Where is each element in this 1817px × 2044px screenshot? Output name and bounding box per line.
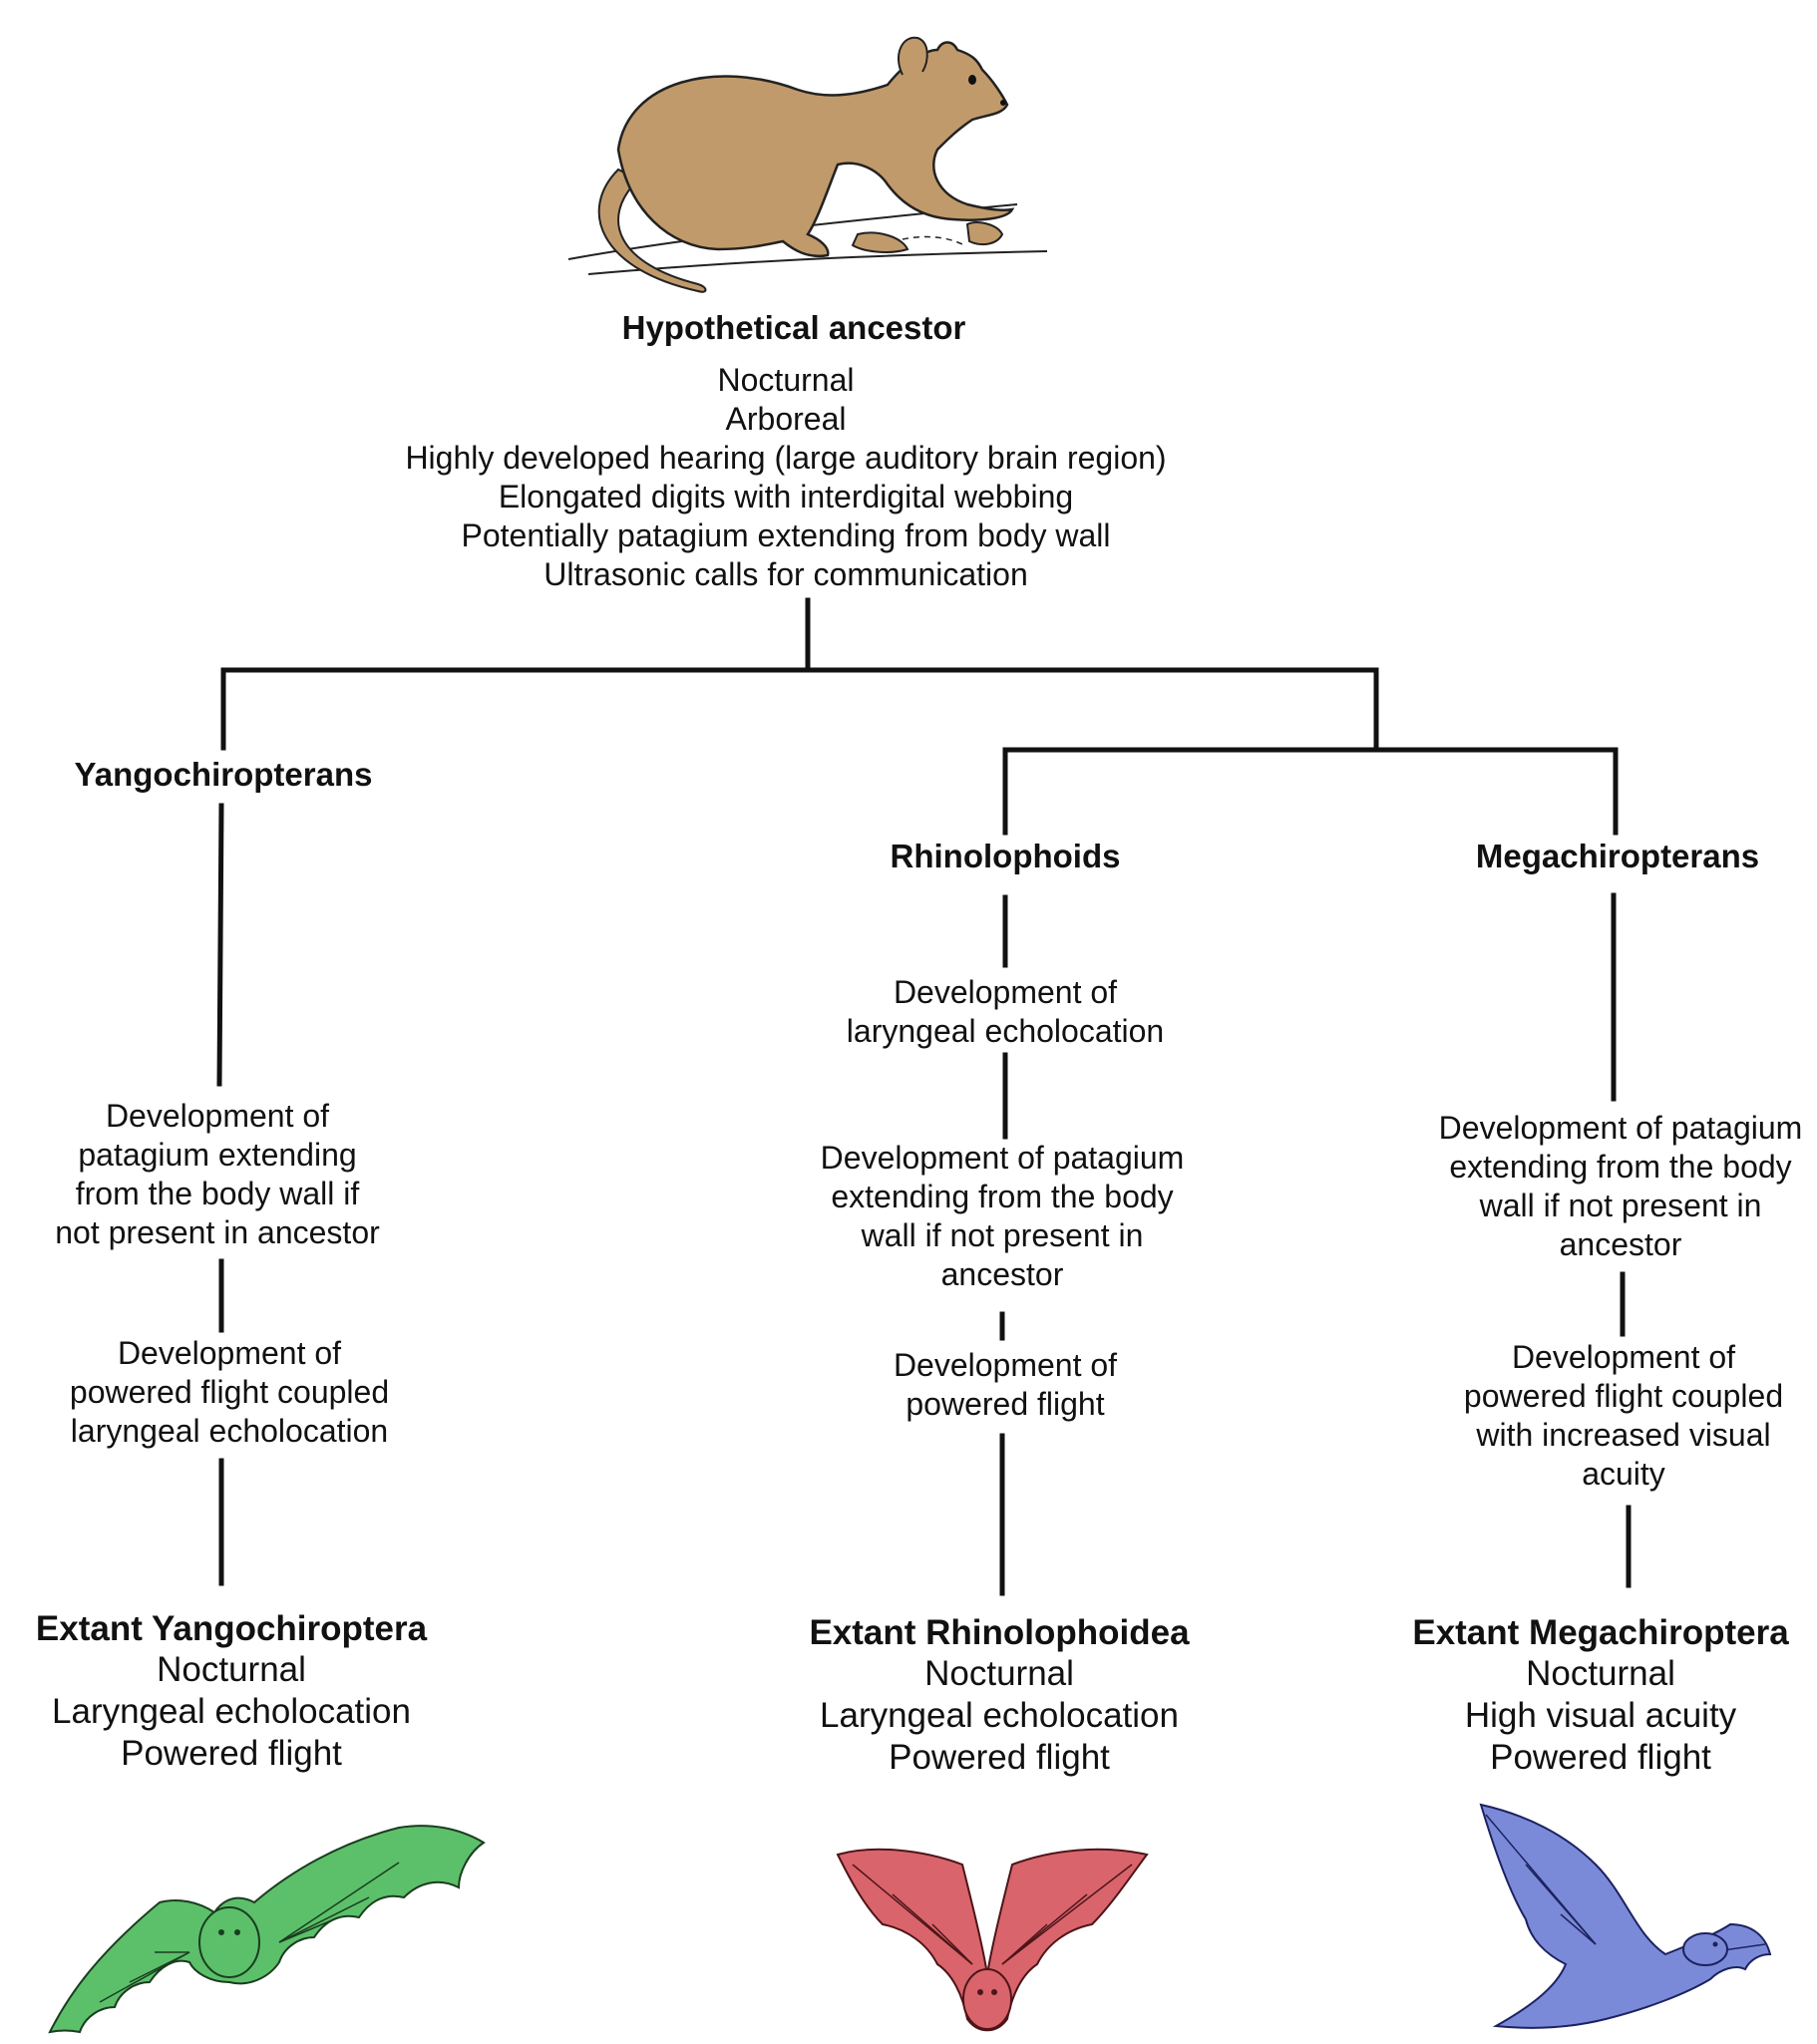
mega-step-1-line: ancestor [1559, 1226, 1682, 1262]
yango-extant-title: Extant Yangochiroptera [35, 1609, 428, 1648]
ancestor-traits: Nocturnal Arboreal Highly developed hear… [405, 361, 1166, 594]
mega-step-2: Development of powered flight coupled wi… [1464, 1338, 1783, 1494]
rhino-step-2-line: Development of [893, 1347, 1118, 1383]
yango-step-1-line: patagium extending [78, 1137, 357, 1173]
mega-step-2-line: with increased visual [1476, 1417, 1771, 1453]
mega-step-1-line: wall if not present in [1479, 1188, 1762, 1223]
yango-clade-label: Yangochiropterans [74, 756, 373, 793]
yango-step-2-line: laryngeal echolocation [70, 1413, 389, 1449]
yango-step-1: Development of patagium extending from t… [55, 1097, 380, 1252]
rhino-step-0-line: laryngeal echolocation [846, 1013, 1165, 1049]
yango-step-1-line: Development of [105, 1098, 330, 1134]
mega-step-1-line: Development of patagium [1438, 1110, 1803, 1146]
rhino-step-0: Development of laryngeal echolocation [847, 973, 1164, 1051]
mega-step-1-line: extending from the body [1449, 1149, 1792, 1185]
rhino-step-0-line: Development of [893, 974, 1118, 1010]
rhino-step-2: Development of powered flight [894, 1346, 1117, 1424]
yango-extant-trait: Nocturnal [157, 1650, 306, 1689]
yango-extant-trait: Laryngeal echolocation [52, 1692, 411, 1731]
ancestor-trait: Elongated digits with interdigital webbi… [498, 479, 1074, 514]
rhino-step-2-line: powered flight [906, 1386, 1105, 1422]
rhino-step-1-line: ancestor [940, 1256, 1064, 1292]
rhino-extant-trait: Laryngeal echolocation [820, 1696, 1179, 1735]
ancestor-title: Hypothetical ancestor [621, 309, 966, 346]
rhino-step-1-line: extending from the body [831, 1179, 1174, 1214]
ancestor-trait: Arboreal [725, 401, 847, 437]
yango-extant-traits: Nocturnal Laryngeal echolocation Powered… [52, 1649, 411, 1775]
mega-extant-trait: Powered flight [1490, 1738, 1711, 1777]
green-bat-illustration [48, 1825, 486, 2034]
rhino-extant-trait: Nocturnal [924, 1654, 1074, 1693]
ancestor-trait: Ultrasonic calls for communication [544, 556, 1028, 592]
yango-step-2: Development of powered flight coupled la… [70, 1334, 389, 1451]
mega-step-1: Development of patagium extending from t… [1439, 1109, 1803, 1264]
mega-step-2-line: Development of [1511, 1339, 1736, 1375]
mega-extant-traits: Nocturnal High visual acuity Powered fli… [1465, 1653, 1736, 1779]
blue-bat-illustration [1479, 1803, 1772, 2029]
ancestor-trait: Potentially patagium extending from body… [461, 517, 1111, 553]
rhino-extant-traits: Nocturnal Laryngeal echolocation Powered… [820, 1653, 1179, 1779]
mega-extant-trait: High visual acuity [1464, 1696, 1737, 1735]
mega-extant-trait: Nocturnal [1526, 1654, 1675, 1693]
rhino-extant-trait: Powered flight [889, 1738, 1110, 1777]
mega-step-2-line: acuity [1582, 1456, 1665, 1492]
ancestor-trait: Nocturnal [717, 362, 855, 398]
rhino-step-1-line: wall if not present in [861, 1217, 1144, 1253]
red-bat-illustration [836, 1848, 1149, 2032]
yango-step-1-line: from the body wall if [75, 1176, 360, 1211]
yango-segment-1-line [216, 803, 224, 1087]
mega-step-2-line: powered flight coupled [1463, 1378, 1784, 1414]
yango-step-2-line: Development of [117, 1335, 342, 1371]
yango-step-1-line: not present in ancestor [55, 1214, 380, 1250]
yango-extant-trait: Powered flight [121, 1734, 342, 1773]
rhino-extant-title: Extant Rhinolophoidea [809, 1613, 1190, 1652]
rhino-step-1-line: Development of patagium [820, 1140, 1185, 1176]
mega-extant-title: Extant Megachiroptera [1412, 1613, 1789, 1652]
rhino-clade-label: Rhinolophoids [890, 838, 1121, 874]
yango-step-2-line: powered flight coupled [69, 1374, 390, 1410]
ancestor-trait: Highly developed hearing (large auditory… [405, 440, 1167, 476]
mega-clade-label: Megachiropterans [1475, 838, 1760, 874]
ancestor-mammal-illustration [567, 36, 1048, 293]
rhino-step-1: Development of patagium extending from t… [821, 1139, 1185, 1294]
